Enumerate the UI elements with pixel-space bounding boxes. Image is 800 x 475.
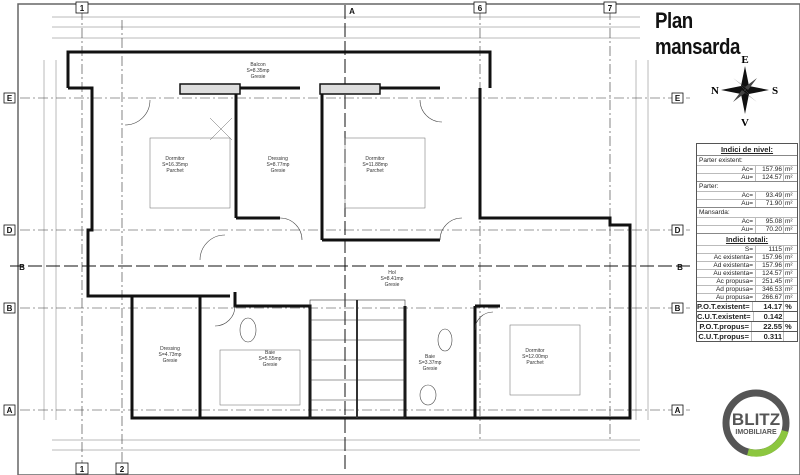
svg-text:S=12.00mp: S=12.00mp (522, 354, 548, 360)
svg-text:S=11.88mp: S=11.88mp (362, 162, 388, 168)
svg-text:S=16.35mp: S=16.35mp (162, 162, 188, 168)
svg-text:S=4.73mp: S=4.73mp (159, 352, 182, 358)
svg-text:Gresie: Gresie (163, 358, 178, 364)
svg-text:Dormitor: Dormitor (165, 156, 185, 162)
svg-text:Gresie: Gresie (251, 74, 266, 80)
section-b-right: B (677, 263, 683, 272)
svg-text:S=5.55mp: S=5.55mp (259, 356, 282, 362)
svg-text:Baie: Baie (265, 350, 275, 356)
svg-text:Baie: Baie (425, 354, 435, 360)
axis-a-right: A (675, 406, 681, 415)
svg-text:S=8.35mp: S=8.35mp (247, 68, 270, 74)
section-mansarda: Mansarda: (697, 207, 797, 217)
svg-text:S=8.77mp: S=8.77mp (267, 162, 290, 168)
svg-text:IMOBILIARE: IMOBILIARE (735, 429, 777, 436)
cut-propus-row: C.U.T.propus=0.311 (697, 331, 797, 341)
svg-text:Parchet: Parchet (526, 360, 544, 366)
section-parter: Parter: (697, 181, 797, 191)
dimension-lines-top (43, 16, 649, 451)
axis-a: A (7, 406, 13, 415)
axis-b: B (7, 304, 13, 313)
svg-text:Gresie: Gresie (271, 168, 286, 174)
pot-propus-row: P.O.T.propus=22.55% (697, 321, 797, 331)
walls (66, 50, 632, 420)
svg-text:E: E (741, 54, 748, 66)
indices-table: Indici de nivel: Parter existent: Ac=157… (696, 143, 798, 342)
section-parter-existent: Parter existent: (697, 155, 797, 165)
svg-text:Parchet: Parchet (366, 168, 384, 174)
svg-text:S: S (772, 85, 778, 97)
compass-rose-icon: E V N S (711, 54, 778, 129)
axis-6: 6 (478, 4, 483, 13)
staircase (309, 299, 406, 419)
axis-labels (3, 1, 684, 475)
svg-text:S=8.41mp: S=8.41mp (381, 276, 404, 282)
axis-1: 1 (80, 4, 85, 13)
svg-text:Gresie: Gresie (423, 366, 438, 372)
svg-text:Hol: Hol (388, 270, 396, 276)
pot-existent-row: P.O.T.existent=14.17% (697, 301, 797, 311)
doors (124, 99, 494, 406)
section-a-top: A (349, 7, 355, 16)
blitz-imobiliare-logo: BLITZ IMOBILIARE (722, 389, 790, 457)
axis-b-right: B (675, 304, 681, 313)
axis-e: E (7, 94, 13, 103)
svg-text:Balcon: Balcon (250, 62, 266, 68)
furniture (149, 117, 581, 406)
svg-text:Gresie: Gresie (385, 282, 400, 288)
axis-2: 2 (120, 465, 125, 474)
totals-heading: Indici totali: (697, 233, 797, 245)
section-b-left: B (19, 263, 25, 272)
axis-d: D (7, 226, 13, 235)
svg-text:V: V (741, 117, 749, 129)
axis-e-right: E (675, 94, 681, 103)
axis-7: 7 (608, 4, 613, 13)
svg-text:Gresie: Gresie (263, 362, 278, 368)
indices-heading: Indici de nivel: (720, 145, 774, 154)
svg-text:Parchet: Parchet (166, 168, 184, 174)
svg-text:Dormitor: Dormitor (365, 156, 385, 162)
svg-text:BLITZ: BLITZ (732, 410, 780, 429)
svg-text:N: N (711, 85, 719, 97)
page-title: Plan mansarda (655, 8, 740, 59)
svg-text:Dressing: Dressing (160, 346, 180, 352)
axis-1-bottom: 1 (80, 465, 85, 474)
cut-existent-row: C.U.T.existent=0.142 (697, 311, 797, 321)
svg-text:S=3.37mp: S=3.37mp (419, 360, 442, 366)
axis-d-right: D (675, 226, 681, 235)
svg-text:Dressing: Dressing (268, 156, 288, 162)
svg-text:Dormitor: Dormitor (525, 348, 545, 354)
